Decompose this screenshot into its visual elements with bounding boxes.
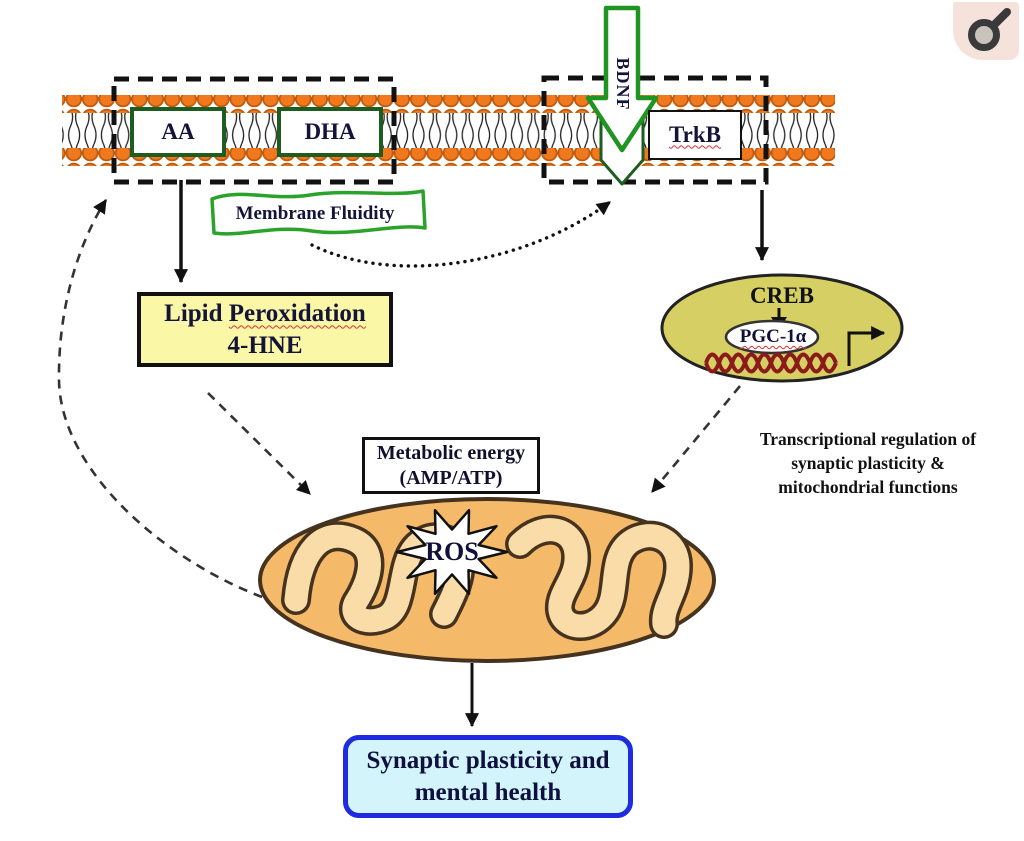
mitochondrion-cristae xyxy=(281,514,693,641)
dha-box: DHA xyxy=(277,107,383,157)
trkb-label: TrkB xyxy=(669,121,721,147)
trkb-box: TrkB xyxy=(648,110,742,160)
dha-label: DHA xyxy=(304,118,356,144)
male-symbol-icon xyxy=(968,8,1011,51)
pgc1a-label: PGC-1α xyxy=(739,326,807,348)
aa-box: AA xyxy=(130,107,226,157)
bdnf-label: BDNF xyxy=(612,57,633,111)
lipid-peroxidation-box: Lipid Peroxidation 4-HNE xyxy=(137,292,393,367)
dashed-arrow-lipid-to-mitochondrion xyxy=(207,392,311,495)
corner-badge[interactable] xyxy=(953,2,1019,60)
pgc1a-ellipse xyxy=(724,319,820,355)
bdnf-arrow xyxy=(585,5,659,153)
creb-label: CREB xyxy=(750,283,814,309)
metabolic-energy-box: Metabolic energy (AMP/ATP) xyxy=(362,437,540,494)
dashed-arrow-mitochondrion-to-membrane xyxy=(57,199,263,599)
membrane-fluidity-label: Membrane Fluidity xyxy=(235,203,395,225)
dotted-arrow-fluidity-to-trkb xyxy=(310,200,612,268)
ros-label: ROS xyxy=(425,536,479,566)
synaptic-plasticity-box: Synaptic plasticity and mental health xyxy=(343,735,633,818)
aa-label: AA xyxy=(161,118,195,144)
lipid-line2: 4-HNE xyxy=(227,331,303,359)
dna-helix xyxy=(704,352,838,374)
membrane-fluidity-banner xyxy=(210,189,427,236)
lipid-line1: Lipid Peroxidation xyxy=(164,300,366,328)
transcription-start-arrow-icon xyxy=(847,326,886,366)
transcription-note: Transcriptional regulation of synaptic p… xyxy=(759,428,977,498)
dashed-region-trkb xyxy=(541,75,769,185)
ros-starburst xyxy=(395,508,509,596)
dashed-arrow-nucleus-to-mitochondrion xyxy=(650,385,742,493)
